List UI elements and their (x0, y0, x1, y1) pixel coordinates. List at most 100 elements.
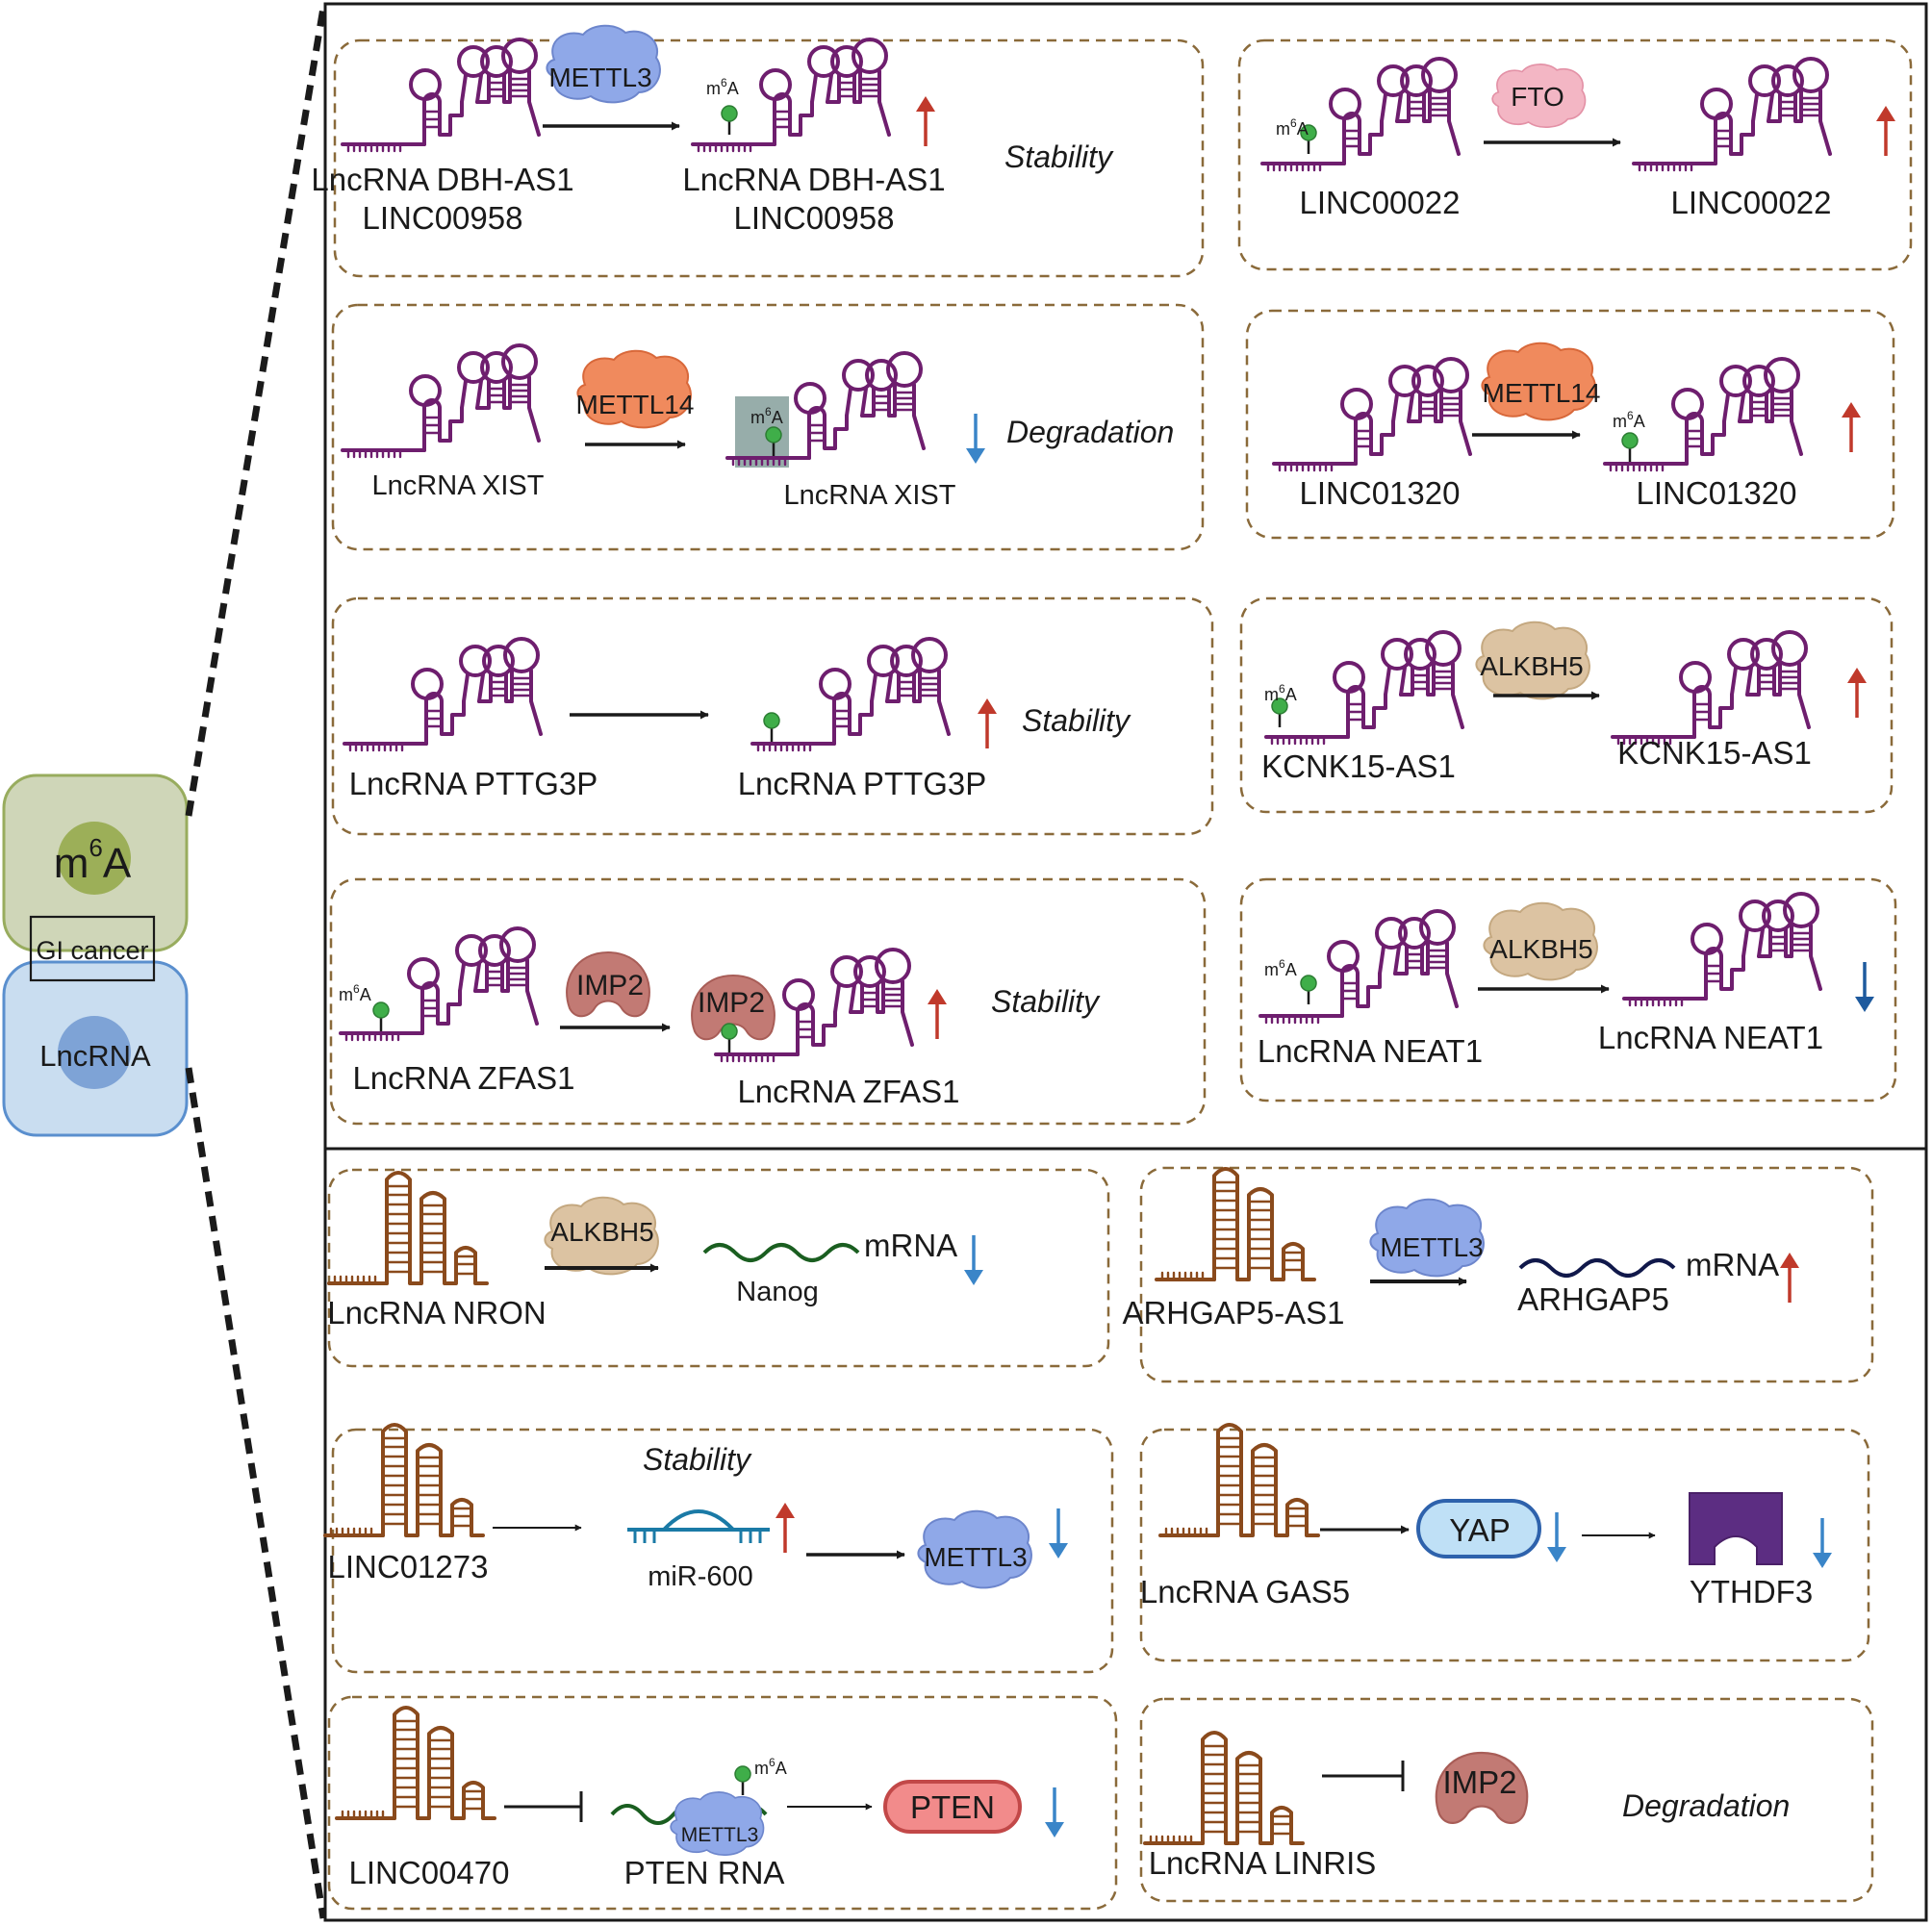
yap-protein-shape (1416, 1499, 1541, 1559)
effect-label: Degradation (1006, 415, 1174, 449)
m6a-text: m6A (754, 1756, 787, 1778)
inhibition-icon (1322, 1761, 1405, 1791)
yap-label: YAP (1449, 1512, 1511, 1548)
gi-cancer-label: GI cancer (36, 936, 148, 965)
top-section (329, 38, 1913, 1126)
box-xist (331, 303, 1205, 551)
dst-label: LINC01320 (1637, 475, 1797, 511)
box-linc00022 (1237, 38, 1913, 271)
m6a-label: m6A (54, 833, 132, 887)
arhgap5-as1-structure (1155, 1167, 1316, 1281)
mettl3-label: METTL3 (1380, 1232, 1483, 1262)
linris-label: LncRNA LINRIS (1149, 1845, 1377, 1881)
m6a-mark-icon (762, 711, 781, 744)
dst-label: LncRNA PTTG3P (738, 766, 987, 801)
src-label: LncRNA XIST (372, 470, 545, 501)
mettl14-label: METTL14 (576, 390, 695, 419)
arhgap5-as1-label: ARHGAP5-AS1 (1122, 1295, 1344, 1330)
src-label: LINC01320 (1300, 475, 1461, 511)
zoom-line-bottom (185, 1067, 327, 1919)
m6a-mark-icon (720, 104, 739, 137)
src-label: LncRNA NEAT1 (1258, 1033, 1483, 1069)
m6a-text: m6A (1276, 116, 1309, 139)
box-arhgap5 (1139, 1166, 1874, 1383)
down-arrow-icon (1545, 1510, 1568, 1564)
nron-label: LncRNA NRON (327, 1295, 546, 1330)
mettl3-label: METTL3 (548, 63, 651, 92)
lncrna-dbh-as1-structure (341, 38, 541, 153)
lncrna-nucleus (58, 1016, 131, 1089)
linc01273-pathway: Stability METTL3 miR-600 LINC01273 (323, 1423, 1070, 1592)
imp2-label: IMP2 (1442, 1764, 1516, 1800)
mrna-label: mRNA (1686, 1247, 1779, 1282)
m6a-mark-icon (371, 1001, 391, 1033)
down-arrow-icon (1047, 1507, 1070, 1560)
up-arrow-icon (914, 94, 937, 148)
left-panel: m6A GI cancer LncRNA (2, 7, 327, 1919)
box-nron (327, 1168, 1110, 1368)
box-zfas1 (329, 877, 1207, 1126)
gas5-pathway: YAP YTHDF3 LncRNA GAS5 (1140, 1423, 1834, 1609)
m6a-mark-icon (1299, 974, 1318, 1006)
nron-pathway: ALKBH5 mRNA Nanog LncRNA NRON (327, 1171, 985, 1330)
box-gas5 (1139, 1428, 1870, 1662)
ythdf3-label: YTHDF3 (1690, 1574, 1813, 1609)
inhibition-icon (504, 1791, 583, 1822)
ythdf3-protein-shape (1689, 1492, 1783, 1565)
linc00022-pathway: m6A FTO LINC00022 LINC00022 (1260, 57, 1897, 220)
box-pttg3p (331, 596, 1214, 836)
lncrna-neat1-demethylated-structure (1622, 892, 1822, 1007)
dst-label-1: LncRNA DBH-AS1 (682, 162, 945, 197)
lncrna-nron-structure (327, 1171, 489, 1285)
src-label-1: LncRNA DBH-AS1 (311, 162, 573, 197)
imp2-label: IMP2 (576, 970, 644, 1001)
dbh-as1-pathway: METTL3 m6A Stability LncRNA DBH-AS1 LINC… (311, 24, 1114, 236)
dst-label: KCNK15-AS1 (1617, 735, 1812, 771)
dst-label: LncRNA ZFAS1 (737, 1074, 959, 1109)
effect-label: Stability (643, 1442, 752, 1477)
linc00022-demethylated-structure (1632, 57, 1832, 172)
src-label: LncRNA PTTG3P (349, 766, 598, 801)
m6a-text: m6A (339, 982, 371, 1004)
src-label: LncRNA ZFAS1 (352, 1060, 574, 1096)
linc00470-structure (335, 1706, 496, 1820)
linc01273-structure (323, 1423, 485, 1537)
m6a-text: m6A (1613, 409, 1645, 431)
lncrna-dbh-as1-modified-structure (691, 38, 891, 153)
lncrna-linris-structure (1143, 1731, 1305, 1845)
effect-label: Stability (991, 984, 1101, 1019)
m6a-nucleus (58, 822, 131, 895)
dst-label: LINC00022 (1671, 185, 1832, 220)
up-arrow-icon (1778, 1251, 1801, 1305)
effect-label: Stability (1022, 703, 1131, 738)
box-linc00470 (327, 1695, 1118, 1911)
kcnk15-as1-demethylated-structure (1611, 630, 1811, 746)
m6a-text: m6A (706, 76, 739, 98)
gas5-label: LncRNA GAS5 (1140, 1574, 1350, 1609)
zfas1-pathway: m6A IMP2 IMP2 Stability LncRNA ZFAS1 Lnc… (339, 926, 1101, 1109)
m6a-text: m6A (1264, 682, 1297, 704)
zoom-line-top (185, 7, 327, 817)
bottom-section (327, 1166, 1874, 1911)
pten-rna-label: PTEN RNA (624, 1855, 785, 1890)
dst-label: LncRNA NEAT1 (1598, 1020, 1823, 1055)
lncrna-pttg3p-modified-structure (750, 637, 951, 752)
alkbh5-label: ALKBH5 (1489, 934, 1592, 964)
m6a-text: m6A (750, 405, 783, 427)
fto-label: FTO (1511, 82, 1563, 112)
box-linc01273 (331, 1428, 1114, 1674)
up-arrow-icon (1874, 104, 1897, 158)
mir-600-hairpin-icon (627, 1509, 770, 1543)
nanog-mrna-wave (702, 1243, 860, 1262)
up-arrow-icon (774, 1501, 797, 1555)
linc00470-label: LINC00470 (349, 1855, 510, 1890)
box-dbh-as1 (333, 38, 1205, 278)
linris-pathway: IMP2 Degradation LncRNA LINRIS (1143, 1731, 1790, 1881)
linc00470-pathway: METTL3 m6A PTEN PTEN RNA LINC00470 (335, 1706, 1066, 1890)
linc01320-pathway: METTL14 m6A LINC01320 LINC01320 (1272, 342, 1863, 511)
gi-cancer-box (29, 915, 156, 982)
up-arrow-icon (1840, 400, 1863, 454)
up-arrow-icon (926, 987, 949, 1041)
pten-protein-shape (883, 1780, 1022, 1834)
